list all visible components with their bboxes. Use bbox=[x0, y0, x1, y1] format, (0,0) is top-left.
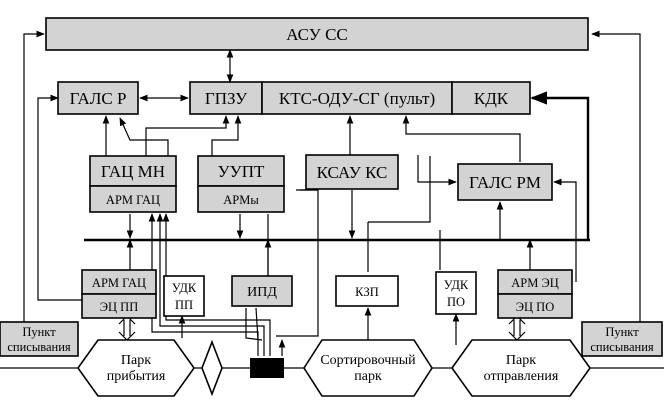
gorka-line-3 bbox=[162, 213, 271, 356]
svg-text:ЭЦ ПО: ЭЦ ПО bbox=[516, 300, 554, 314]
block-gpzu: ГПЗУ bbox=[189, 81, 263, 115]
svg-text:ПО: ПО bbox=[447, 295, 465, 309]
svg-text:Парк: Парк bbox=[121, 353, 151, 368]
block-gals-r: ГАЛС Р bbox=[57, 81, 139, 115]
ipd-to-gorka bbox=[245, 308, 263, 341]
block-kts-odu-sg: КТС-ОДУ-СГ (пульт) bbox=[261, 81, 453, 115]
hump-device bbox=[250, 358, 284, 378]
right-punkt-to-asu bbox=[591, 30, 641, 322]
svg-text:КТС-ОДУ-СГ (пульт): КТС-ОДУ-СГ (пульт) bbox=[279, 89, 435, 108]
svg-text:УУПТ: УУПТ bbox=[218, 162, 265, 181]
interface-arrow-right bbox=[508, 315, 526, 341]
svg-text:ИПД: ИПД bbox=[247, 285, 277, 300]
bus-to-kdk bbox=[530, 91, 590, 240]
svg-text:Сортировочный: Сортировочный bbox=[320, 353, 416, 368]
park-departure: Парк отправления bbox=[451, 339, 591, 397]
block-gals-rm: ГАЛС РМ bbox=[457, 163, 553, 201]
connections bbox=[0, 30, 664, 369]
block-ksau-ks: КСАУ КС bbox=[305, 154, 399, 190]
park-arrival: Парк прибытия bbox=[77, 339, 195, 397]
kts-to-galsrm bbox=[417, 155, 457, 186]
block-udk-po: УДК ПО bbox=[435, 271, 477, 315]
gorka-line-2 bbox=[156, 213, 265, 356]
svg-text:списывания: списывания bbox=[590, 340, 654, 354]
switch-diamond bbox=[201, 339, 223, 397]
interface-arrow-left bbox=[118, 315, 136, 341]
svg-text:АРМы: АРМы bbox=[223, 193, 259, 207]
block-kzp: КЗП bbox=[335, 275, 399, 307]
svg-text:АРМ ГАЦ: АРМ ГАЦ bbox=[106, 193, 160, 207]
block-uupt: УУПТ АРМы bbox=[197, 155, 285, 213]
svg-text:Пункт: Пункт bbox=[22, 325, 56, 339]
svg-text:списывания: списывания bbox=[7, 340, 71, 354]
block-gac-mn: ГАЦ МН АРМ ГАЦ bbox=[89, 155, 177, 213]
block-kdk: КДК bbox=[451, 81, 531, 115]
svg-text:УДК: УДК bbox=[444, 278, 469, 292]
svg-text:Парк: Парк bbox=[506, 353, 536, 368]
block-punkt-right: Пункт списывания bbox=[581, 321, 663, 357]
kzp-to-kts bbox=[368, 156, 431, 223]
svg-text:КЗП: КЗП bbox=[355, 285, 379, 299]
svg-text:КСАУ КС: КСАУ КС bbox=[317, 163, 388, 182]
block-punkt-left: Пункт списывания bbox=[0, 321, 79, 357]
svg-text:ГАЛС РМ: ГАЛС РМ bbox=[469, 173, 541, 192]
block-arm-ec-po: АРМ ЭЦ ЭЦ ПО bbox=[497, 269, 573, 319]
uupt-to-gpzu bbox=[211, 115, 242, 156]
svg-text:ГПЗУ: ГПЗУ bbox=[205, 89, 248, 108]
svg-text:ГАЛС Р: ГАЛС Р bbox=[70, 89, 127, 108]
svg-text:АРМ ГАЦ: АРМ ГАЦ bbox=[92, 276, 146, 290]
svg-text:ГАЦ МН: ГАЦ МН bbox=[101, 162, 165, 181]
ipd-line-a bbox=[255, 307, 259, 341]
park-sorting: Сортировочный парк bbox=[303, 339, 433, 397]
block-udk-pp: УДК ПП bbox=[163, 275, 205, 317]
galsrm-to-kts bbox=[402, 115, 521, 162]
block-asu-ss: АСУ СС bbox=[45, 17, 589, 51]
svg-text:отправления: отправления bbox=[484, 369, 559, 384]
left-punkt-to-asu bbox=[23, 30, 45, 322]
svg-text:АРМ ЭЦ: АРМ ЭЦ bbox=[511, 276, 559, 290]
svg-text:АСУ СС: АСУ СС bbox=[286, 25, 348, 44]
block-arm-gac-ec-pp: АРМ ГАЦ ЭЦ ПП bbox=[81, 269, 157, 319]
svg-text:КДК: КДК bbox=[474, 89, 509, 108]
svg-text:УДК: УДК bbox=[172, 281, 197, 295]
svg-text:ЭЦ ПП: ЭЦ ПП bbox=[100, 300, 138, 314]
ecpp-to-galsr bbox=[37, 94, 82, 301]
gacmn-to-gpzu bbox=[145, 115, 230, 156]
svg-text:Пункт: Пункт bbox=[605, 325, 639, 339]
svg-text:прибытия: прибытия bbox=[107, 369, 166, 384]
svg-text:парк: парк bbox=[354, 369, 382, 384]
svg-text:ПП: ПП bbox=[175, 298, 193, 312]
armec-to-galsrm bbox=[553, 178, 577, 282]
block-ipd: ИПД bbox=[231, 275, 293, 307]
